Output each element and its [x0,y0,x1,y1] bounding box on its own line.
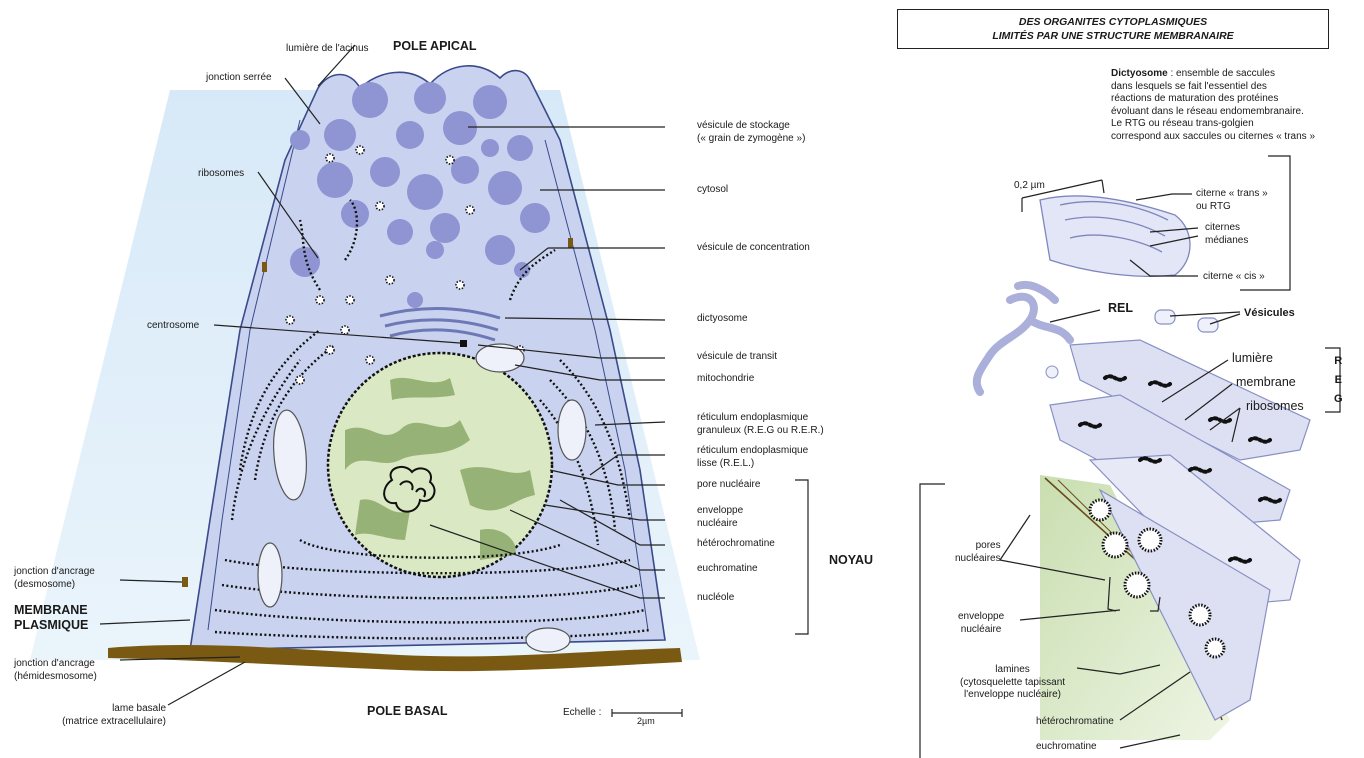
label-membrane: membrane [1236,376,1296,389]
label-jonction-hemidesmosome: jonction d'ancrage (hémidesmosome) [14,658,97,683]
label-echelle-value: 2µm [637,715,655,728]
label-pole-apical: POLE APICAL [393,40,477,53]
label-rel-right: REL [1108,302,1133,315]
label-lame-basale: lame basale (matrice extracellulaire) [6,703,166,728]
label-lamines: lamines (cytosquelette tapissant l'envel… [960,664,1065,702]
label-noyau: NOYAU [829,554,873,567]
label-centrosome: centrosome [147,320,199,333]
label-citerne-trans: citerne « trans » ou RTG [1196,188,1268,213]
label-enveloppe-nucleaire-right: enveloppe nucléaire [958,611,1004,636]
label-reg-letters: R E G [1334,352,1343,409]
label-pore-nucleaire: pore nucléaire [697,479,760,492]
label-vesicules: Vésicules [1244,307,1295,320]
label-vesicule-concentration: vésicule de concentration [697,242,810,255]
label-euchromatine-right: euchromatine [1036,741,1097,754]
label-pores-nucleaires: pores nucléaires [955,540,1001,565]
label-vesicule-transit: vésicule de transit [697,351,777,364]
dictyosome-desc-text: : ensemble de saccules dans lesquels se … [1111,68,1315,142]
label-lumiere: lumière [1232,352,1273,365]
label-enveloppe-nucleaire: enveloppe nucléaire [697,505,743,530]
label-heterochromatine: hétérochromatine [697,538,775,551]
label-pole-basal: POLE BASAL [367,705,448,718]
label-lumiere-acinus: lumière de l'acinus [286,43,369,56]
label-vesicule-stockage: vésicule de stockage (« grain de zymogèn… [697,120,805,145]
label-mitochondrie: mitochondrie [697,373,754,386]
label-scale-02um: 0,2 µm [1014,180,1045,193]
label-citernes-medianes: citernes médianes [1205,222,1248,247]
right-title-box: DES ORGANITES CYTOPLASMIQUES LIMITÉS PAR… [897,9,1329,49]
dictyosome-term: Dictyosome [1111,68,1168,79]
label-rel: réticulum endoplasmique lisse (R.E.L.) [697,445,808,470]
label-jonction-serree: jonction serrée [206,72,272,85]
label-reg: réticulum endoplasmique granuleux (R.E.G… [697,412,824,437]
label-nucleole: nucléole [697,592,734,605]
label-ribosomes-right: ribosomes [1246,400,1304,413]
label-citerne-cis: citerne « cis » [1203,271,1265,284]
label-membrane-plasmique: MEMBRANE PLASMIQUE [14,603,88,633]
label-jonction-desmosome: jonction d'ancrage (desmosome) [14,566,95,591]
label-dictyosome: dictyosome [697,313,748,326]
label-cytosol: cytosol [697,184,728,197]
label-euchromatine: euchromatine [697,563,758,576]
label-heterochromatine-right: hétérochromatine [1036,716,1114,729]
right-dictyosome [1040,196,1190,276]
label-echelle: Echelle : [563,707,601,720]
dictyosome-description: Dictyosome : ensemble de saccules dans l… [1111,68,1315,143]
label-ribosomes: ribosomes [198,168,244,181]
